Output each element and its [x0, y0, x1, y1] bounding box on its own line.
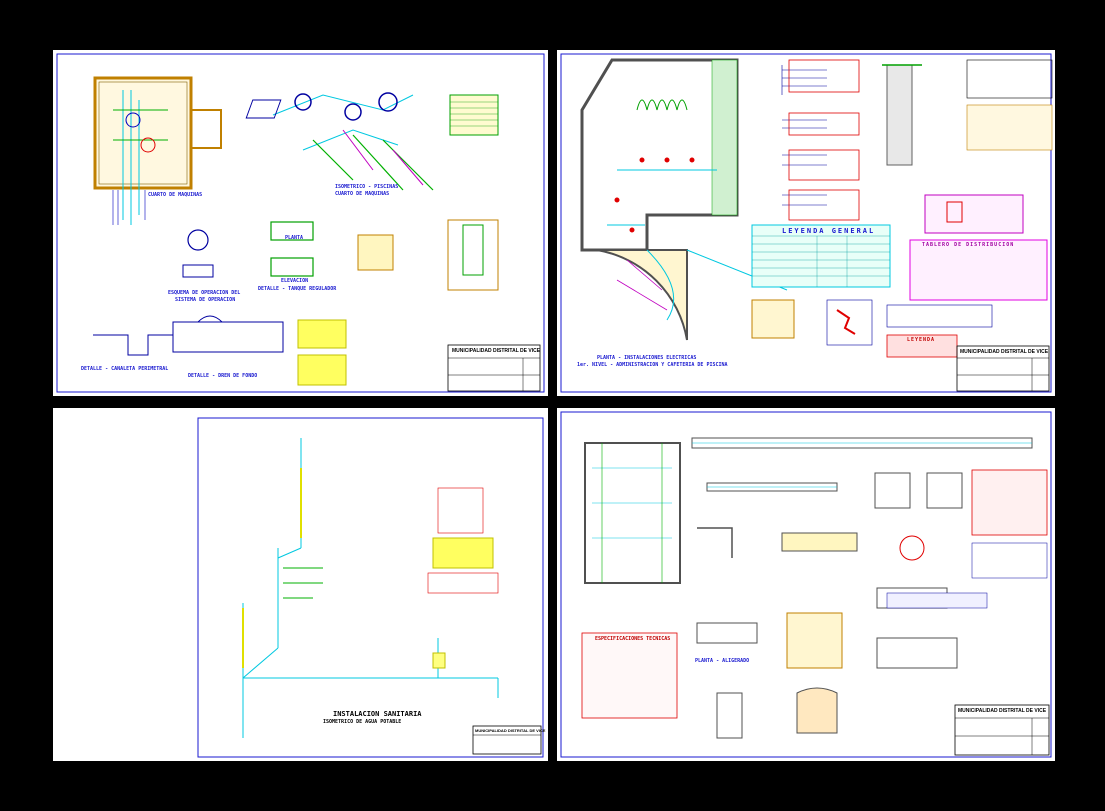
sanitary-subtitle: ISOMETRICO DE AGUA POTABLE	[323, 719, 402, 725]
sheet-electrical[interactable]: LEYENDA GENERAL TABLERO DE DISTRIBUCION …	[557, 50, 1055, 396]
sheet-machine-room[interactable]: CUARTO DE MAQUINAS ISOMETRICO - PISCINAS…	[53, 50, 548, 396]
sheet-structural-drawing	[560, 411, 1052, 758]
label-isometrico: ISOMETRICO - PISCINAS	[335, 184, 399, 190]
spec-title: ESPECIFICACIONES TECNICAS	[595, 636, 671, 642]
leyenda-title: LEYENDA	[907, 337, 936, 343]
electrical-plan-title: PLANTA - INSTALACIONES ELECTRICAS	[597, 355, 697, 361]
tablero-title: TABLERO DE DISTRIBUCION	[922, 242, 1015, 248]
title-block-owner: MUNICIPALIDAD DISTRITAL DE VICE	[958, 708, 1047, 714]
sanitary-title: INSTALACION SANITARIA	[333, 710, 422, 718]
sheet-sanitary-drawing	[197, 417, 544, 758]
label-dren: DETALLE - DREN DE FONDO	[188, 373, 258, 379]
title-block-owner: MUNICIPALIDAD DISTRITAL DE VICE	[960, 349, 1049, 355]
label-elevacion: ELEVACION	[281, 278, 309, 284]
electrical-plan-subtitle: 1er. NIVEL - ADMINISTRACION Y CAFETERIA …	[577, 362, 728, 368]
label-isometrico-2: CUARTO DE MAQUINAS	[335, 191, 390, 197]
legend-general-title: LEYENDA GENERAL	[782, 227, 876, 235]
label-planta: PLANTA	[285, 235, 304, 241]
sheet-structural[interactable]: ESPECIFICACIONES TECNICAS PLANTA - ALIGE…	[557, 408, 1055, 761]
title-block-owner: MUNICIPALIDAD DISTRITAL DE VICE	[452, 348, 541, 354]
sheet-machine-room-drawing	[56, 53, 545, 393]
sheet-electrical-drawing	[560, 53, 1053, 393]
label-tanque: DETALLE - TANQUE REGULADOR	[258, 286, 337, 292]
sheet-sanitary[interactable]: INSTALACION SANITARIA ISOMETRICO DE AGUA…	[53, 408, 548, 761]
title-block-owner: MUNICIPALIDAD DISTRITAL DE VICE	[475, 728, 546, 733]
label-esquema-2: SISTEMA DE OPERACION	[175, 297, 236, 303]
structural-planta-label: PLANTA - ALIGERADO	[695, 658, 750, 664]
label-canaleta: DETALLE - CANALETA PERIMETRAL	[81, 366, 169, 372]
label-esquema: ESQUEMA DE OPERACION DEL	[168, 290, 241, 296]
label-cuarto-maquinas: CUARTO DE MAQUINAS	[148, 192, 203, 198]
